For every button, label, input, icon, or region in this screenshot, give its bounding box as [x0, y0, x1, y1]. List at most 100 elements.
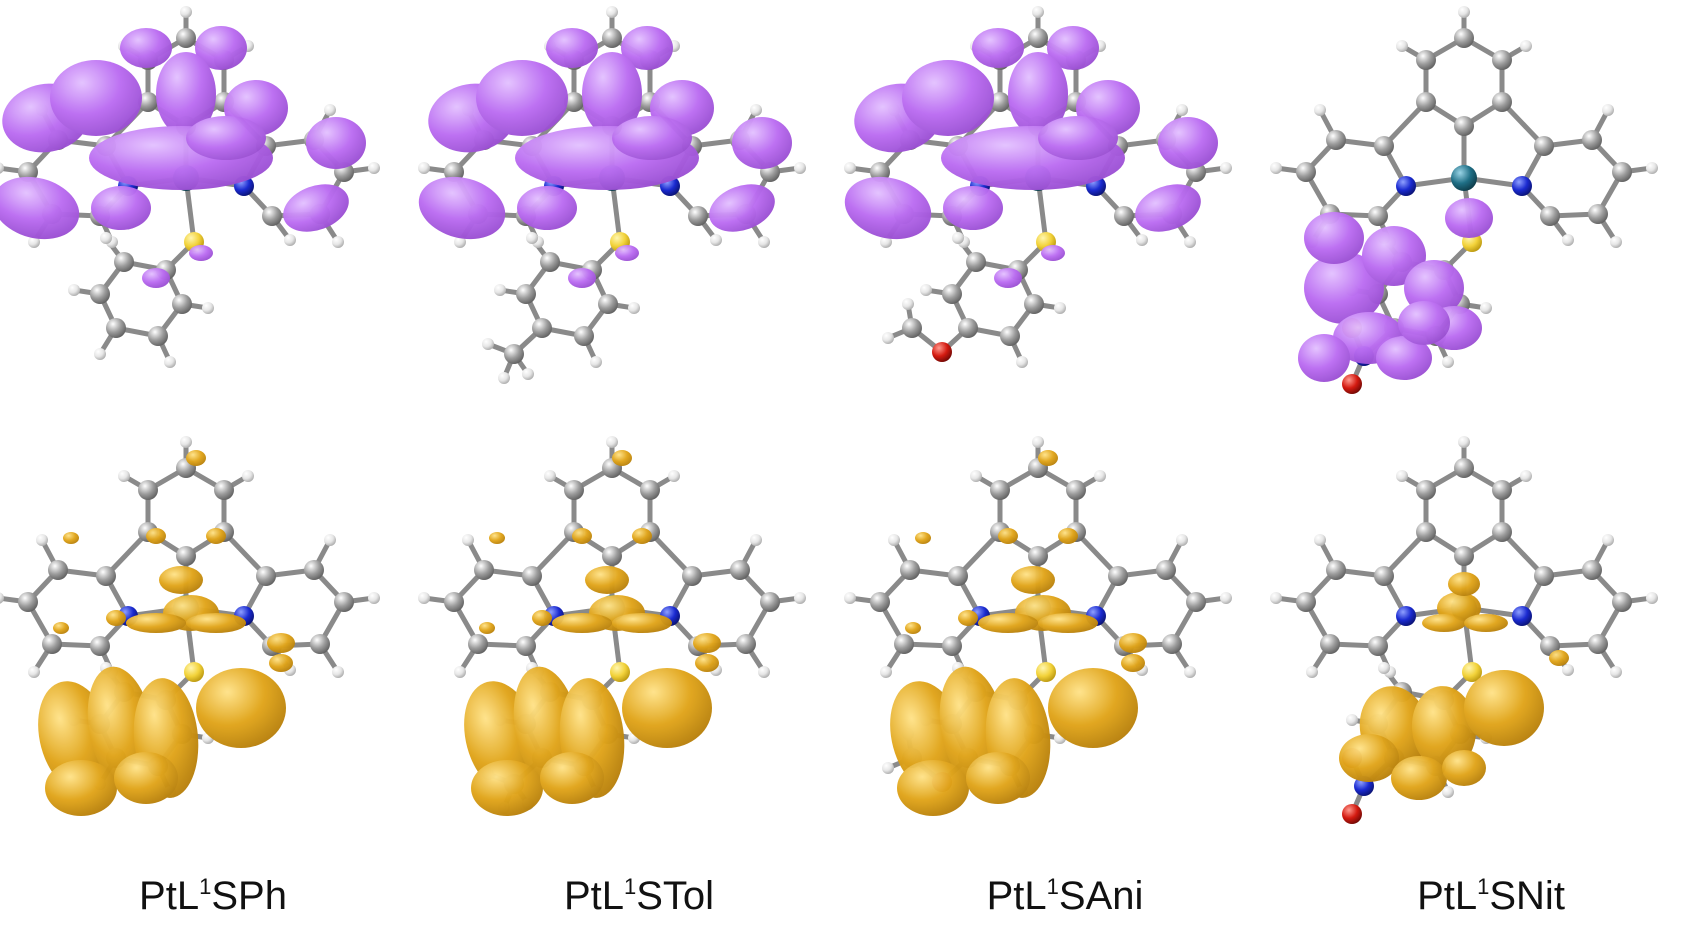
label-prefix: PtL [139, 874, 200, 918]
orbital-lobe [267, 633, 295, 653]
atom-c [334, 592, 354, 612]
orbital-lobe [106, 610, 126, 626]
atom-c [682, 566, 702, 586]
atom-c [942, 284, 962, 304]
atom-h [952, 232, 964, 244]
gold-orbital [890, 450, 1147, 816]
atom-h [1458, 436, 1470, 448]
atom-c [256, 566, 276, 586]
atom-o [1342, 804, 1362, 824]
atom-c [1454, 458, 1474, 478]
atom-c [574, 326, 594, 346]
atom-c [894, 634, 914, 654]
atom-h [418, 592, 430, 604]
label-superscript: 1 [623, 874, 637, 899]
atom-c [1368, 206, 1388, 226]
orbital-lobe [615, 245, 639, 261]
orbital-lobe [695, 654, 719, 672]
gold-orbital [38, 450, 295, 816]
label-suffix: SNit [1489, 874, 1565, 918]
atom-n [1396, 176, 1416, 196]
atom-c [564, 92, 584, 112]
atom-c [90, 284, 110, 304]
atom-h [1270, 162, 1282, 174]
orbital-lobe [189, 245, 213, 261]
atom-c [688, 206, 708, 226]
orbital-lobe [1119, 633, 1147, 653]
orbital-lobe [283, 184, 349, 232]
label-prefix: PtL [986, 874, 1047, 918]
atom-n [1396, 606, 1416, 626]
atom-c [870, 592, 890, 612]
atom-c [1534, 566, 1554, 586]
molecule-panel-2 [418, 6, 806, 816]
orbital-lobe [709, 184, 775, 232]
atom-h [454, 236, 466, 248]
atom-h [0, 162, 4, 174]
orbital-lobe [1464, 670, 1544, 746]
orbital-lobe [1398, 301, 1450, 345]
atom-h [844, 592, 856, 604]
atom-h [758, 236, 770, 248]
atom-c [18, 162, 38, 182]
atom-c [760, 592, 780, 612]
orbital-lobe [146, 528, 166, 544]
orbital-lobe [1298, 334, 1350, 382]
atom-c [1066, 480, 1086, 500]
atom-c [532, 318, 552, 338]
label-prefix: PtL [563, 874, 624, 918]
atom-h [1646, 592, 1658, 604]
orbital-lobe [1008, 52, 1068, 136]
label-superscript: 1 [199, 874, 212, 899]
atom-c [900, 560, 920, 580]
orbital-lobe [126, 613, 186, 633]
atom-h [758, 666, 770, 678]
orbital-lobe [53, 622, 69, 634]
atom-h [606, 436, 618, 448]
orbital-lobe [50, 60, 142, 136]
orbital-lobe [1549, 650, 1569, 666]
atom-h [284, 234, 296, 246]
gold-orbital [1339, 572, 1569, 800]
orbital-lobe [476, 60, 568, 136]
label-ptl1snit: PtL1SNit [1278, 873, 1704, 919]
atom-c [468, 634, 488, 654]
orbital-lobe [1011, 566, 1055, 594]
label-superscript: 1 [1477, 874, 1490, 899]
atom-h [1602, 534, 1614, 546]
orbital-lobe [269, 654, 293, 672]
atom-h [1458, 6, 1470, 18]
atom-n [1512, 176, 1532, 196]
atom-c [444, 592, 464, 612]
atom-h [1314, 534, 1326, 546]
bottom-orbital-view [0, 436, 380, 816]
atom-h [1136, 234, 1148, 246]
orbital-lobe [582, 52, 642, 136]
atom-c [1534, 136, 1554, 156]
orbital-lobe [114, 752, 178, 804]
bond [647, 529, 695, 579]
atom-h [544, 470, 556, 482]
atom-c [1492, 92, 1512, 112]
atom-h [750, 534, 762, 546]
atom-h [164, 356, 176, 368]
atom-h [628, 302, 640, 314]
atom-c [602, 546, 622, 566]
bond [955, 529, 1003, 579]
atom-h [28, 236, 40, 248]
atom-c [1612, 592, 1632, 612]
orbital-lobe [1038, 116, 1118, 160]
atom-c [262, 206, 282, 226]
orbital-lobe [1411, 686, 1477, 770]
atom-h [482, 338, 494, 350]
atom-h [1220, 162, 1232, 174]
atom-c [176, 546, 196, 566]
atom-h [118, 470, 130, 482]
orbital-lobe [1058, 528, 1078, 544]
label-ptl1sph: PtL1SPh [0, 873, 426, 919]
atom-c [214, 480, 234, 500]
atom-h [526, 232, 538, 244]
atom-o [1342, 374, 1362, 394]
atom-c [1492, 522, 1512, 542]
